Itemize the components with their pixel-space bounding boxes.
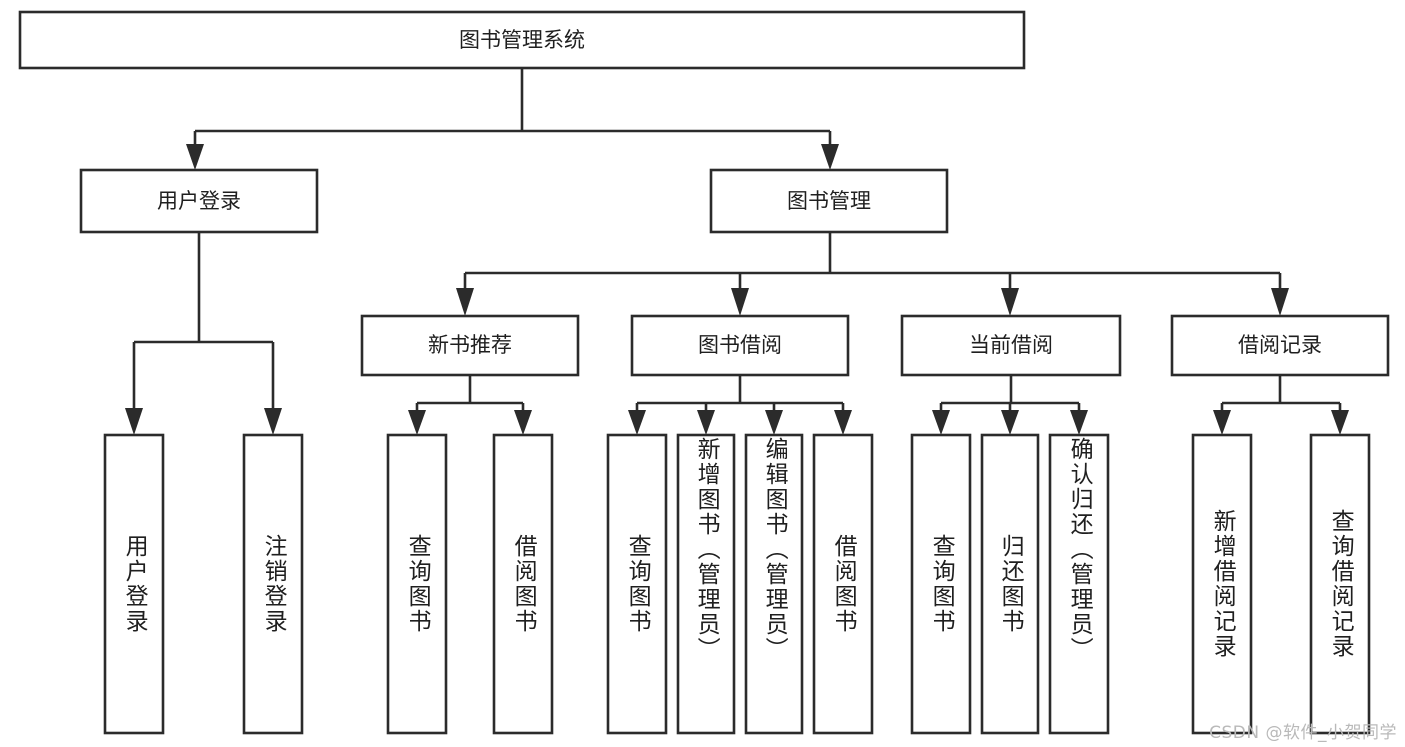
node-user-login[interactable]: [79, 168, 319, 234]
arrow-to-book-manage-icon: [821, 144, 839, 170]
watermark: CSDN @软件_小贺同学: [1209, 723, 1397, 743]
node-book-manage[interactable]: [709, 168, 949, 234]
node-leaf-query-book-2[interactable]: [606, 433, 668, 735]
arrow-leaf-query-book-3-icon: [932, 410, 950, 435]
label-book-manage: 图书管理: [787, 189, 871, 213]
label-book-borrow: 图书借阅: [698, 333, 782, 357]
arrow-leaf-query-book-1-icon: [408, 410, 426, 435]
label-borrow-record: 借阅记录: [1238, 333, 1322, 357]
node-leaf-edit-book[interactable]: [744, 433, 804, 735]
arrow-leaf-borrow-book-1-icon: [514, 410, 532, 435]
arrow-to-current-borrow-icon: [1001, 288, 1019, 316]
horizontal-label-layer: 图书管理系统 用户登录 图书管理 新书推荐 图书借阅 当前借阅 借阅记录: [157, 28, 1322, 357]
node-leaf-query-record[interactable]: [1309, 433, 1371, 735]
node-leaf-add-record[interactable]: [1191, 433, 1253, 735]
arrow-leaf-logout-login-icon: [264, 408, 282, 435]
node-new-book-recommend[interactable]: [360, 314, 580, 377]
node-leaf-query-book-3[interactable]: [910, 433, 972, 735]
node-leaf-confirm-return[interactable]: [1048, 433, 1110, 735]
arrow-leaf-edit-book-icon: [765, 410, 783, 435]
label-root: 图书管理系统: [459, 28, 585, 52]
arrow-leaf-borrow-book-2-icon: [834, 410, 852, 435]
arrow-to-book-borrow-icon: [731, 288, 749, 316]
arrow-leaf-user-login-icon: [125, 408, 143, 435]
arrow-leaf-query-record-icon: [1331, 410, 1349, 435]
node-book-borrow[interactable]: [630, 314, 850, 377]
node-leaf-add-book[interactable]: [676, 433, 736, 735]
arrow-leaf-confirm-return-icon: [1070, 410, 1088, 435]
arrow-to-new-book-recommend-icon: [456, 288, 474, 316]
node-leaf-logout-login[interactable]: [242, 433, 304, 735]
label-new-book-recommend: 新书推荐: [428, 333, 512, 357]
node-current-borrow[interactable]: [900, 314, 1122, 377]
arrow-to-borrow-record-icon: [1271, 288, 1289, 316]
node-leaf-borrow-book-2[interactable]: [812, 433, 874, 735]
node-layer: [18, 10, 1390, 735]
label-user-login: 用户登录: [157, 189, 241, 213]
node-borrow-record[interactable]: [1170, 314, 1390, 377]
arrow-leaf-return-book-icon: [1001, 410, 1019, 435]
node-leaf-user-login[interactable]: [103, 433, 165, 735]
edge-layer: [125, 68, 1349, 435]
arrow-leaf-add-record-icon: [1213, 410, 1231, 435]
node-root[interactable]: [18, 10, 1026, 70]
node-leaf-borrow-book-1[interactable]: [492, 433, 554, 735]
label-current-borrow: 当前借阅: [969, 333, 1053, 357]
arrow-to-user-login-icon: [186, 144, 204, 170]
arrow-leaf-add-book-icon: [697, 410, 715, 435]
arrow-leaf-query-book-2-icon: [628, 410, 646, 435]
node-leaf-query-book-1[interactable]: [386, 433, 448, 735]
node-leaf-return-book[interactable]: [980, 433, 1040, 735]
